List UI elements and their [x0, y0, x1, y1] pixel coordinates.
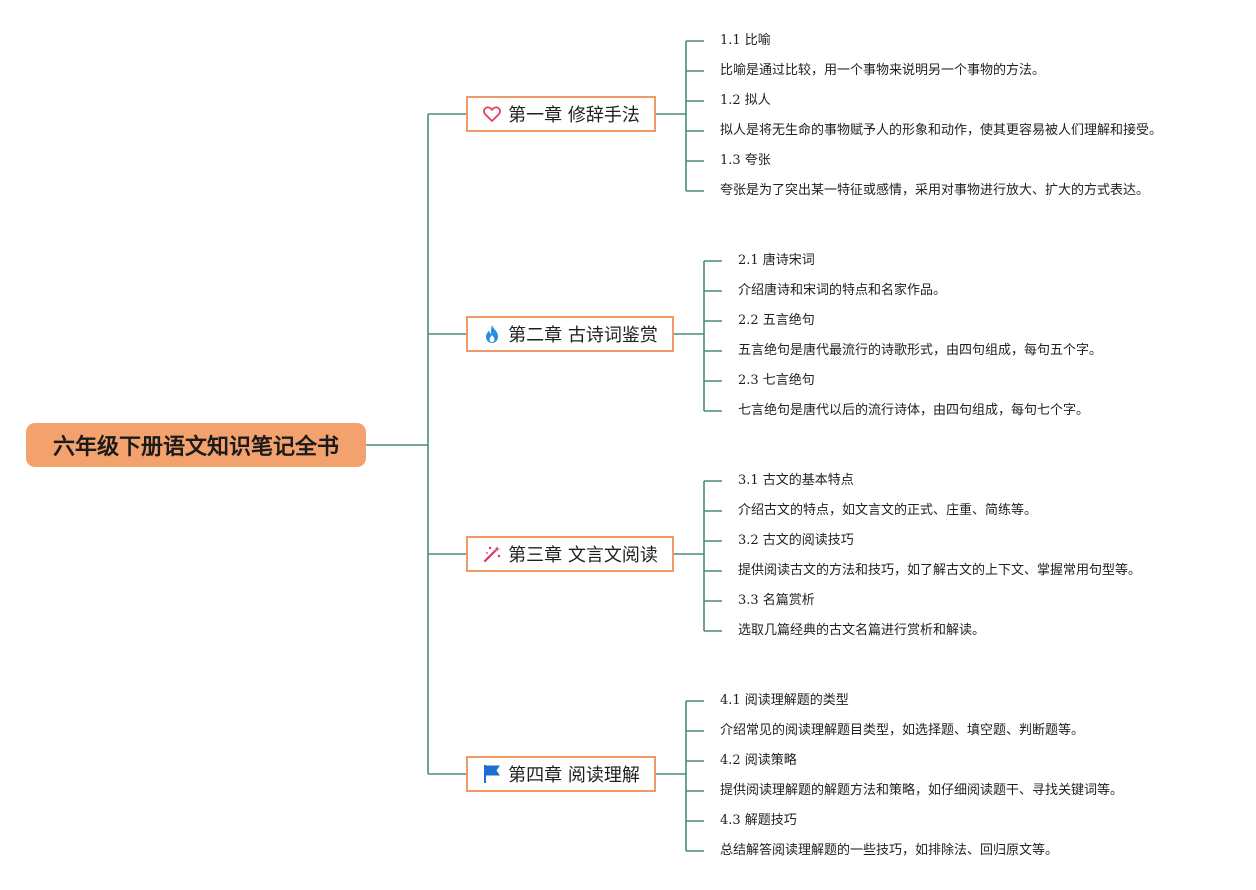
leaf-item[interactable]: 2.3 七言绝句 [738, 373, 815, 388]
root-title: 六年级下册语文知识笔记全书 [52, 435, 339, 460]
flag-icon [482, 764, 502, 784]
flame-icon [482, 324, 502, 344]
leaf-item[interactable]: 3.3 名篇赏析 [738, 593, 815, 608]
leaf-item[interactable]: 拟人是将无生命的事物赋予人的形象和动作，使其更容易被人们理解和接受。 [720, 123, 1163, 138]
leaf-item[interactable]: 1.2 拟人 [720, 93, 771, 108]
leaf-item[interactable]: 介绍常见的阅读理解题目类型，如选择题、填空题、判断题等。 [720, 723, 1085, 738]
leaf-item[interactable]: 七言绝句是唐代以后的流行诗体，由四句组成，每句七个字。 [738, 403, 1090, 418]
leaf-item[interactable]: 4.3 解题技巧 [720, 813, 797, 828]
chapter-3-node[interactable]: 第三章 文言文阅读 [466, 536, 674, 572]
leaf-item[interactable]: 总结解答阅读理解题的一些技巧，如排除法、回归原文等。 [720, 843, 1059, 858]
leaf-item[interactable]: 提供阅读理解题的解题方法和策略，如仔细阅读题干、寻找关键词等。 [720, 783, 1124, 798]
chapter-title: 第一章 修辞手法 [508, 105, 640, 126]
leaf-item[interactable]: 2.2 五言绝句 [738, 313, 815, 328]
leaf-item[interactable]: 1.3 夸张 [720, 153, 771, 168]
leaf-item[interactable]: 3.2 古文的阅读技巧 [738, 533, 854, 548]
leaf-item[interactable]: 介绍唐诗和宋词的特点和名家作品。 [738, 283, 947, 298]
leaf-item[interactable]: 2.1 唐诗宋词 [738, 253, 815, 268]
leaf-item[interactable]: 4.1 阅读理解题的类型 [720, 693, 849, 708]
root-topic[interactable]: 六年级下册语文知识笔记全书 [26, 423, 366, 467]
leaf-item[interactable]: 五言绝句是唐代最流行的诗歌形式，由四句组成，每句五个字。 [738, 343, 1103, 358]
chapter-title: 第四章 阅读理解 [508, 765, 640, 786]
leaf-item[interactable]: 比喻是通过比较，用一个事物来说明另一个事物的方法。 [720, 63, 1046, 78]
leaf-item[interactable]: 提供阅读古文的方法和技巧，如了解古文的上下文、掌握常用句型等。 [738, 563, 1142, 578]
chapter-title: 第三章 文言文阅读 [508, 545, 658, 566]
heart-icon [482, 104, 502, 124]
chapter-2-node[interactable]: 第二章 古诗词鉴赏 [466, 316, 674, 352]
chapter-4-node[interactable]: 第四章 阅读理解 [466, 756, 656, 792]
chapter-title: 第二章 古诗词鉴赏 [508, 325, 658, 346]
leaf-item[interactable]: 介绍古文的特点，如文言文的正式、庄重、简练等。 [738, 503, 1038, 518]
magic-wand-icon [482, 544, 502, 564]
leaf-item[interactable]: 4.2 阅读策略 [720, 753, 797, 768]
leaf-item[interactable]: 1.1 比喻 [720, 33, 771, 48]
chapter-1-node[interactable]: 第一章 修辞手法 [466, 96, 656, 132]
leaf-item[interactable]: 3.1 古文的基本特点 [738, 473, 854, 488]
leaf-item[interactable]: 夸张是为了突出某一特征或感情，采用对事物进行放大、扩大的方式表达。 [720, 183, 1150, 198]
leaf-item[interactable]: 选取几篇经典的古文名篇进行赏析和解读。 [738, 623, 986, 638]
